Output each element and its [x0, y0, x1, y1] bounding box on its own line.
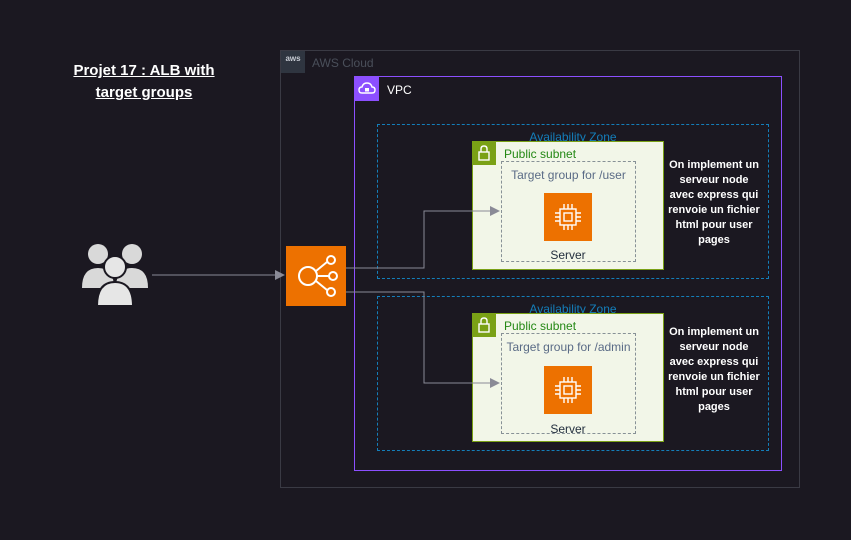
availability-zone-2 [377, 296, 769, 451]
load-balancer-icon [286, 246, 346, 306]
target-group-admin-label: Target group for /admin [506, 340, 631, 354]
users-icon [82, 244, 148, 307]
public-subnet-2-label: Public subnet [504, 319, 577, 333]
vpc-label: VPC [387, 83, 412, 97]
vpc-group [354, 76, 782, 471]
aws-logo-icon: aws [281, 51, 305, 73]
target-group-user-label: Target group for /user [511, 168, 626, 182]
server-2-label: Server [550, 422, 586, 436]
ec2-instance-icon [544, 193, 592, 241]
diagram-title: Projet 17 : ALB with target groups [73, 62, 215, 101]
target-group-admin [501, 333, 636, 434]
padlock-icon [472, 141, 496, 165]
ec2-instance-icon [544, 366, 592, 414]
server-1-label: Server [550, 248, 586, 262]
target-group-user [501, 161, 636, 262]
padlock-icon [472, 313, 496, 337]
availability-zone-1 [377, 124, 769, 279]
cloud-icon [355, 77, 379, 101]
aws-cloud-label: AWS Cloud [312, 56, 374, 70]
server-1-note: On implement un serveur node avec expres… [668, 159, 760, 246]
aws-cloud-group [280, 50, 800, 488]
public-subnet-1-label: Public subnet [504, 147, 577, 161]
alb-to-user-target-arrow [346, 206, 500, 269]
availability-zone-1-label: Availability Zone [529, 130, 617, 144]
server-2-note: On implement un serveur node avec expres… [668, 326, 760, 413]
alb-to-admin-target-arrow [346, 291, 500, 388]
availability-zone-2-label: Availability Zone [529, 302, 617, 316]
